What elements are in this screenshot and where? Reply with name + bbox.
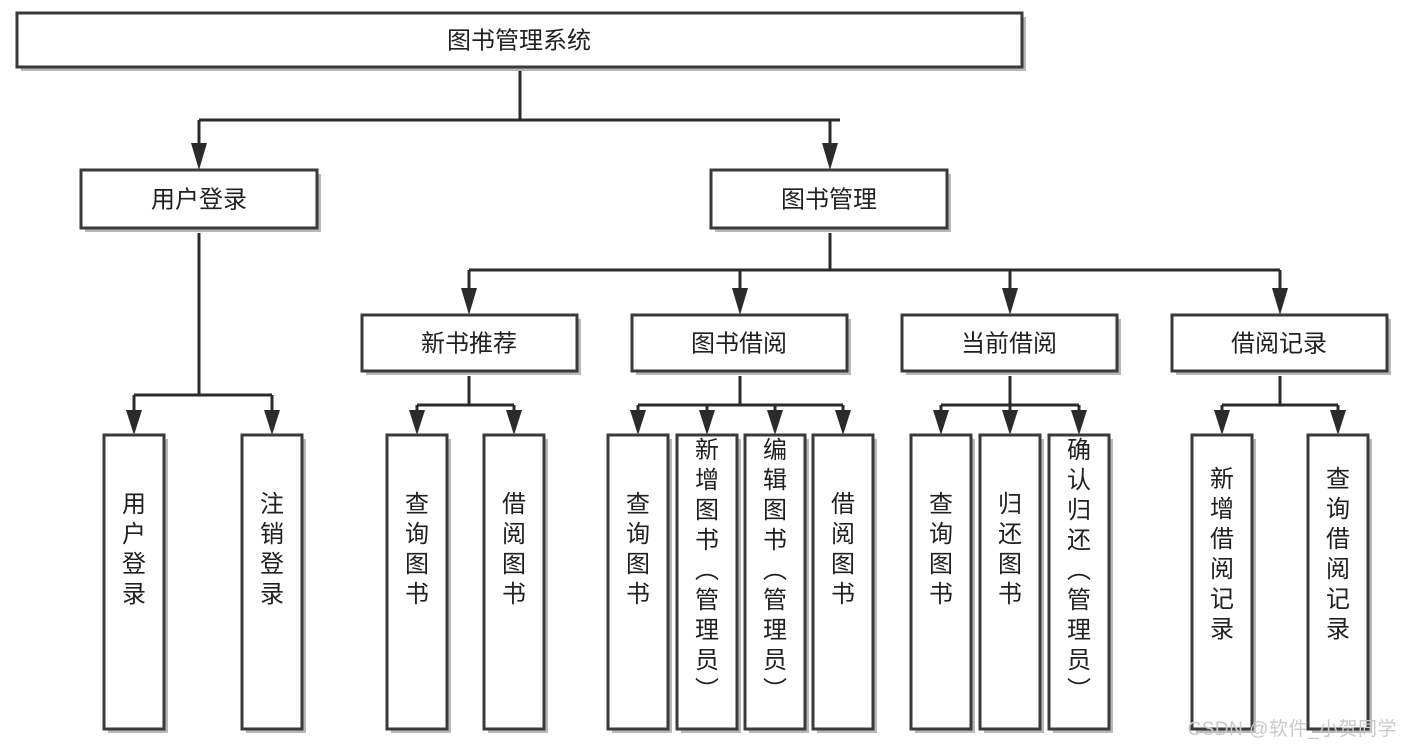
leaf-query-book-3-label: 查询图书 [929, 491, 953, 608]
leaf-confirm-return-label: 确认归还︵管理员︶ [1067, 437, 1091, 704]
user-login-label: 用户登录 [151, 186, 247, 213]
book-manage-label: 图书管理 [781, 186, 877, 213]
current-borrow-box[interactable] [900, 313, 1119, 373]
arrowhead-new-book-rec [461, 288, 477, 315]
root-label: 图书管理系统 [447, 27, 591, 54]
arrowhead-leaf-borrow-book-1 [506, 410, 522, 435]
book-manage-box[interactable] [709, 168, 949, 230]
leaf-query-record-label: 查询借阅记录 [1326, 466, 1350, 643]
leaf-borrow-book-1-box[interactable] [482, 433, 546, 731]
node-root[interactable]: 图书管理系统 [15, 11, 1026, 71]
leaf-confirm-return-box[interactable] [1047, 433, 1111, 731]
leaf-query-book-2-label: 查询图书 [626, 491, 650, 608]
arrowhead-current-borrow [1002, 288, 1018, 315]
leaf-query-book-1-box[interactable] [385, 433, 449, 731]
node-leaf-query-record[interactable]: 查询借阅记录 [1306, 433, 1372, 733]
leaf-borrow-book-1-label: 借阅图书 [502, 491, 526, 608]
node-user-login[interactable]: 用户登录 [79, 168, 321, 232]
leaf-query-record-box[interactable] [1306, 433, 1370, 731]
connector-userlogin-to-leaves [132, 233, 274, 412]
arrowhead-leaf-confirm-return [1071, 410, 1087, 435]
leaf-query-book-3-box[interactable] [909, 433, 973, 731]
leaf-query-book-1-label: 查询图书 [405, 491, 429, 608]
borrow-record-box[interactable] [1170, 313, 1389, 373]
arrowhead-user-login [191, 143, 207, 170]
current-borrow-label: 当前借阅 [961, 330, 1057, 357]
connector-layer [126, 68, 1346, 435]
leaf-add-book-box[interactable] [675, 433, 739, 731]
leaf-user-login-box[interactable] [102, 433, 166, 731]
arrowhead-book-manage [822, 143, 838, 170]
arrowhead-leaf-edit-book [767, 410, 783, 435]
leaf-user-login-label: 用户登录 [122, 491, 146, 608]
book-borrow-label: 图书借阅 [691, 330, 787, 357]
root-box[interactable] [15, 11, 1024, 69]
leaf-borrow-book-2-label: 借阅图书 [831, 491, 855, 608]
node-borrow-record[interactable]: 借阅记录 [1170, 313, 1391, 375]
user-login-box[interactable] [79, 168, 319, 230]
node-leaf-add-book[interactable]: 新增图书︵管理员︶ [675, 433, 741, 733]
leaf-edit-book-box[interactable] [743, 433, 807, 731]
node-leaf-query-book-2[interactable]: 查询图书 [606, 433, 672, 733]
arrowhead-leaf-query-book-3 [933, 410, 949, 435]
arrowhead-leaf-add-book [699, 410, 715, 435]
connector-newbookrec-to-leaves [415, 376, 516, 412]
leaf-add-record-box[interactable] [1190, 433, 1254, 731]
node-leaf-user-login[interactable]: 用户登录 [102, 433, 168, 733]
arrowhead-leaf-add-record [1214, 410, 1230, 435]
new-book-rec-box[interactable] [360, 313, 579, 373]
leaf-borrow-book-2-box[interactable] [811, 433, 875, 731]
node-leaf-query-book-1[interactable]: 查询图书 [385, 433, 451, 733]
node-book-manage[interactable]: 图书管理 [709, 168, 951, 232]
leaf-logout-login-label: 注销登录 [260, 491, 284, 608]
node-leaf-query-book-3[interactable]: 查询图书 [909, 433, 975, 733]
arrowhead-borrow-record [1272, 288, 1288, 315]
leaf-add-record-label: 新增借阅记录 [1210, 466, 1234, 643]
arrowhead-leaf-query-record [1330, 410, 1346, 435]
leaf-edit-book-label: 编辑图书︵管理员︶ [763, 437, 787, 704]
node-leaf-logout-login[interactable]: 注销登录 [240, 433, 306, 733]
arrowhead-leaf-query-book-1 [409, 410, 425, 435]
arrowhead-leaf-query-book-2 [630, 410, 646, 435]
connector-bookborrow-to-leaves [636, 376, 845, 412]
borrow-record-label: 借阅记录 [1231, 330, 1327, 357]
leaf-query-book-2-box[interactable] [606, 433, 670, 731]
connector-currentborrow-to-leaves [939, 376, 1081, 412]
leaf-return-book-label: 归还图书 [998, 491, 1022, 608]
connector-root-to-level2 [197, 68, 840, 145]
node-leaf-edit-book[interactable]: 编辑图书︵管理员︶ [743, 433, 809, 733]
node-leaf-return-book[interactable]: 归还图书 [978, 433, 1044, 733]
arrowhead-leaf-borrow-book-2 [835, 410, 851, 435]
arrowhead-leaf-user-login [126, 410, 142, 435]
connector-borrowrecord-to-leaves [1220, 376, 1340, 412]
arrowhead-leaf-logout-login [264, 410, 280, 435]
node-leaf-confirm-return[interactable]: 确认归还︵管理员︶ [1047, 433, 1113, 733]
connector-bookmanage-to-level3 [467, 233, 1282, 290]
book-borrow-box[interactable] [630, 313, 849, 373]
node-leaf-add-record[interactable]: 新增借阅记录 [1190, 433, 1256, 733]
node-leaf-borrow-book-2[interactable]: 借阅图书 [811, 433, 877, 733]
new-book-rec-label: 新书推荐 [421, 330, 517, 357]
node-leaf-borrow-book-1[interactable]: 借阅图书 [482, 433, 548, 733]
leaf-logout-login-box[interactable] [240, 433, 304, 731]
node-book-borrow[interactable]: 图书借阅 [630, 313, 851, 375]
leaf-return-book-box[interactable] [978, 433, 1042, 731]
node-current-borrow[interactable]: 当前借阅 [900, 313, 1121, 375]
arrowhead-leaf-return-book [1002, 410, 1018, 435]
leaf-add-book-label: 新增图书︵管理员︶ [695, 437, 719, 704]
arrowhead-book-borrow [732, 288, 748, 315]
node-new-book-rec[interactable]: 新书推荐 [360, 313, 581, 375]
